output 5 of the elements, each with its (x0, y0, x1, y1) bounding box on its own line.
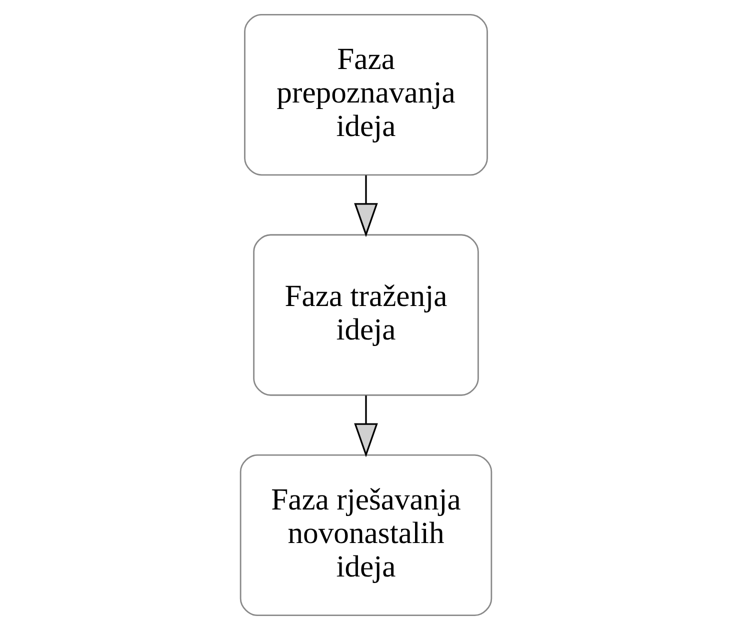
node-box: Faza traženja ideja (253, 234, 479, 396)
node-box: Faza rješavanja novonastalih ideja (240, 454, 492, 616)
arrow (354, 396, 378, 458)
node-box: Faza prepoznavanja ideja (244, 14, 488, 176)
arrow (354, 175, 378, 238)
